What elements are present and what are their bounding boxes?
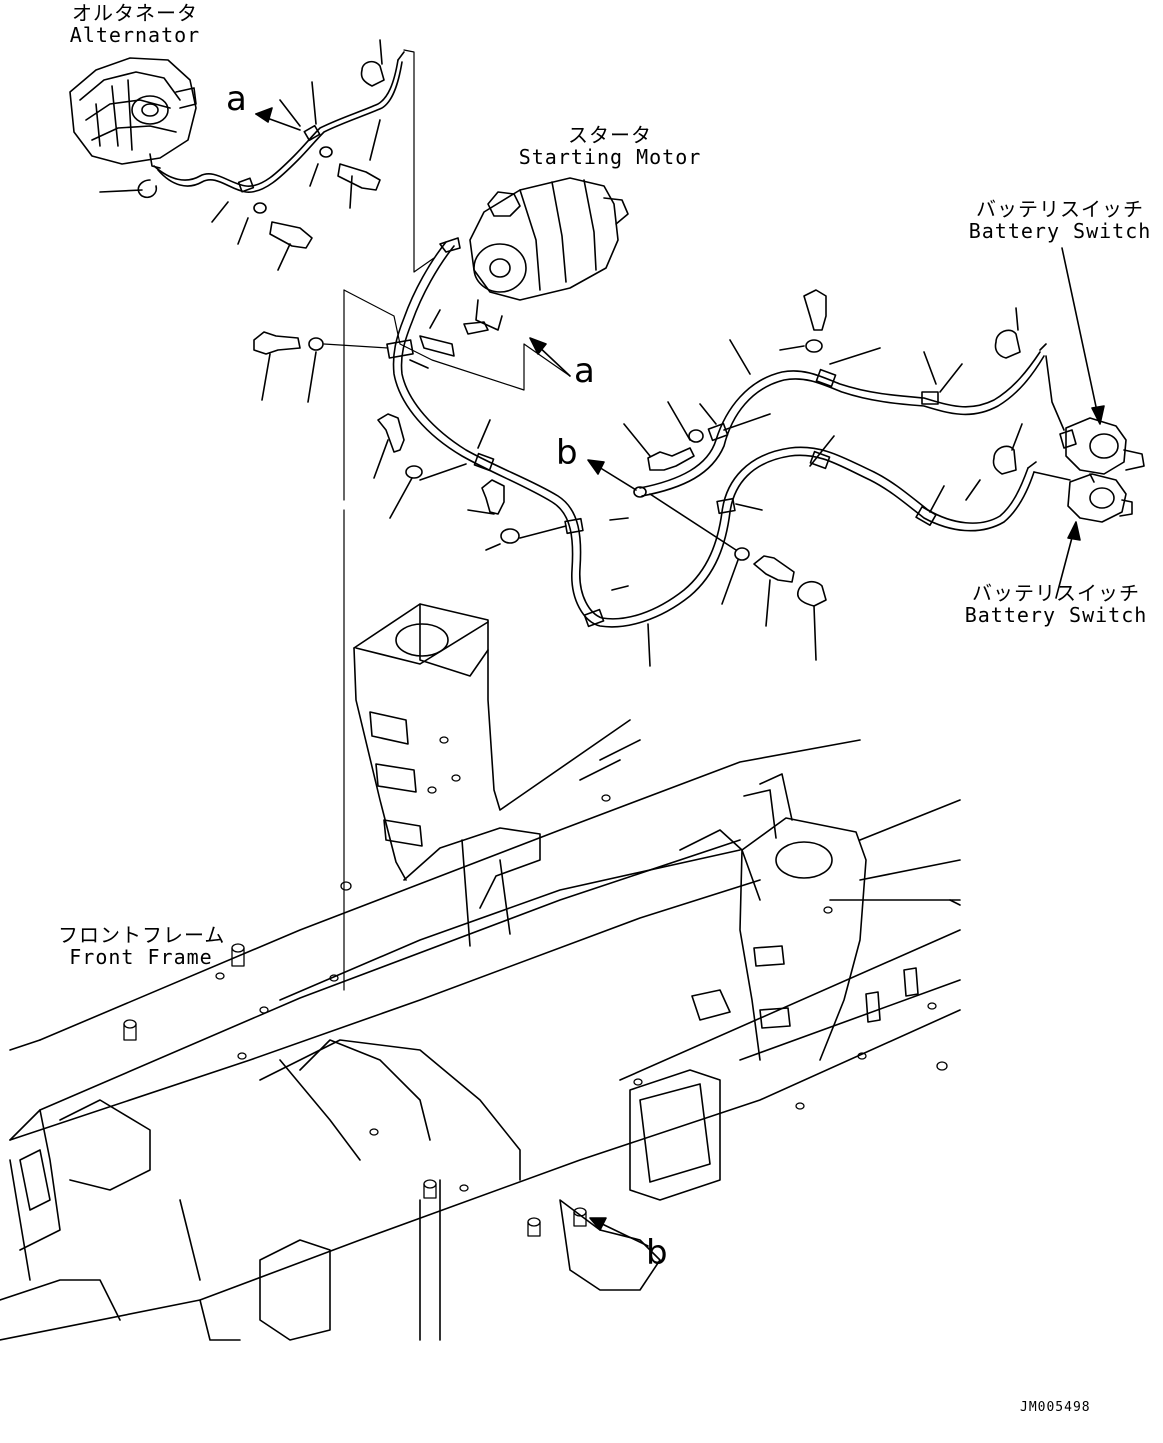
battery-harness-upper	[634, 344, 1046, 497]
callout-letter-b-mid: b	[556, 433, 578, 473]
callout-letter-a-mid: a	[574, 351, 595, 391]
battery-switch-upper	[1046, 356, 1144, 482]
callout-letter-b-low: b	[646, 1233, 668, 1273]
label-battery-switch-lower: バッテリスイッチ Battery Switch	[958, 582, 1154, 626]
label-starting-motor: スタータ Starting Motor	[512, 124, 708, 168]
label-alternator-jp: オルタネータ	[72, 1, 198, 25]
front-frame-drawing	[0, 604, 960, 1340]
label-battery-switch-lower-en: Battery Switch	[964, 603, 1148, 627]
alternator-drawing	[70, 58, 196, 168]
alternator-harness	[100, 40, 404, 197]
label-battery-switch-upper: バッテリスイッチ Battery Switch	[962, 198, 1158, 242]
harness-hardware	[254, 290, 980, 666]
callout-arrow-b-mid	[588, 460, 636, 490]
drawing-code: JM005498	[1020, 1400, 1091, 1415]
callout-letter-a-top: a	[226, 79, 247, 119]
battery-switch-lower	[1034, 472, 1132, 522]
alternator-hardware	[212, 82, 380, 270]
starting-motor-drawing	[464, 178, 628, 334]
label-battery-switch-lower-jp: バッテリスイッチ	[972, 581, 1140, 605]
label-starting-motor-en: Starting Motor	[518, 145, 702, 169]
label-starting-motor-jp: スタータ	[568, 123, 652, 147]
callout-arrow-b-low	[590, 1218, 648, 1246]
label-front-frame: フロントフレーム Front Frame	[58, 924, 224, 968]
label-battery-switch-upper-jp: バッテリスイッチ	[976, 197, 1144, 221]
label-alternator: オルタネータ Alternator	[62, 2, 208, 46]
callout-arrow-a-mid	[530, 338, 570, 376]
label-front-frame-jp: フロントフレーム	[58, 923, 226, 947]
main-harness	[387, 238, 1036, 627]
leader-lines	[324, 50, 570, 990]
wire-terminals	[993, 308, 1022, 474]
label-front-frame-en: Front Frame	[69, 945, 213, 969]
callout-arrow-a-top	[256, 108, 300, 130]
label-battery-switch-upper-en: Battery Switch	[968, 219, 1152, 243]
battery-switch-arrows	[1056, 248, 1104, 598]
label-alternator-en: Alternator	[69, 23, 201, 47]
